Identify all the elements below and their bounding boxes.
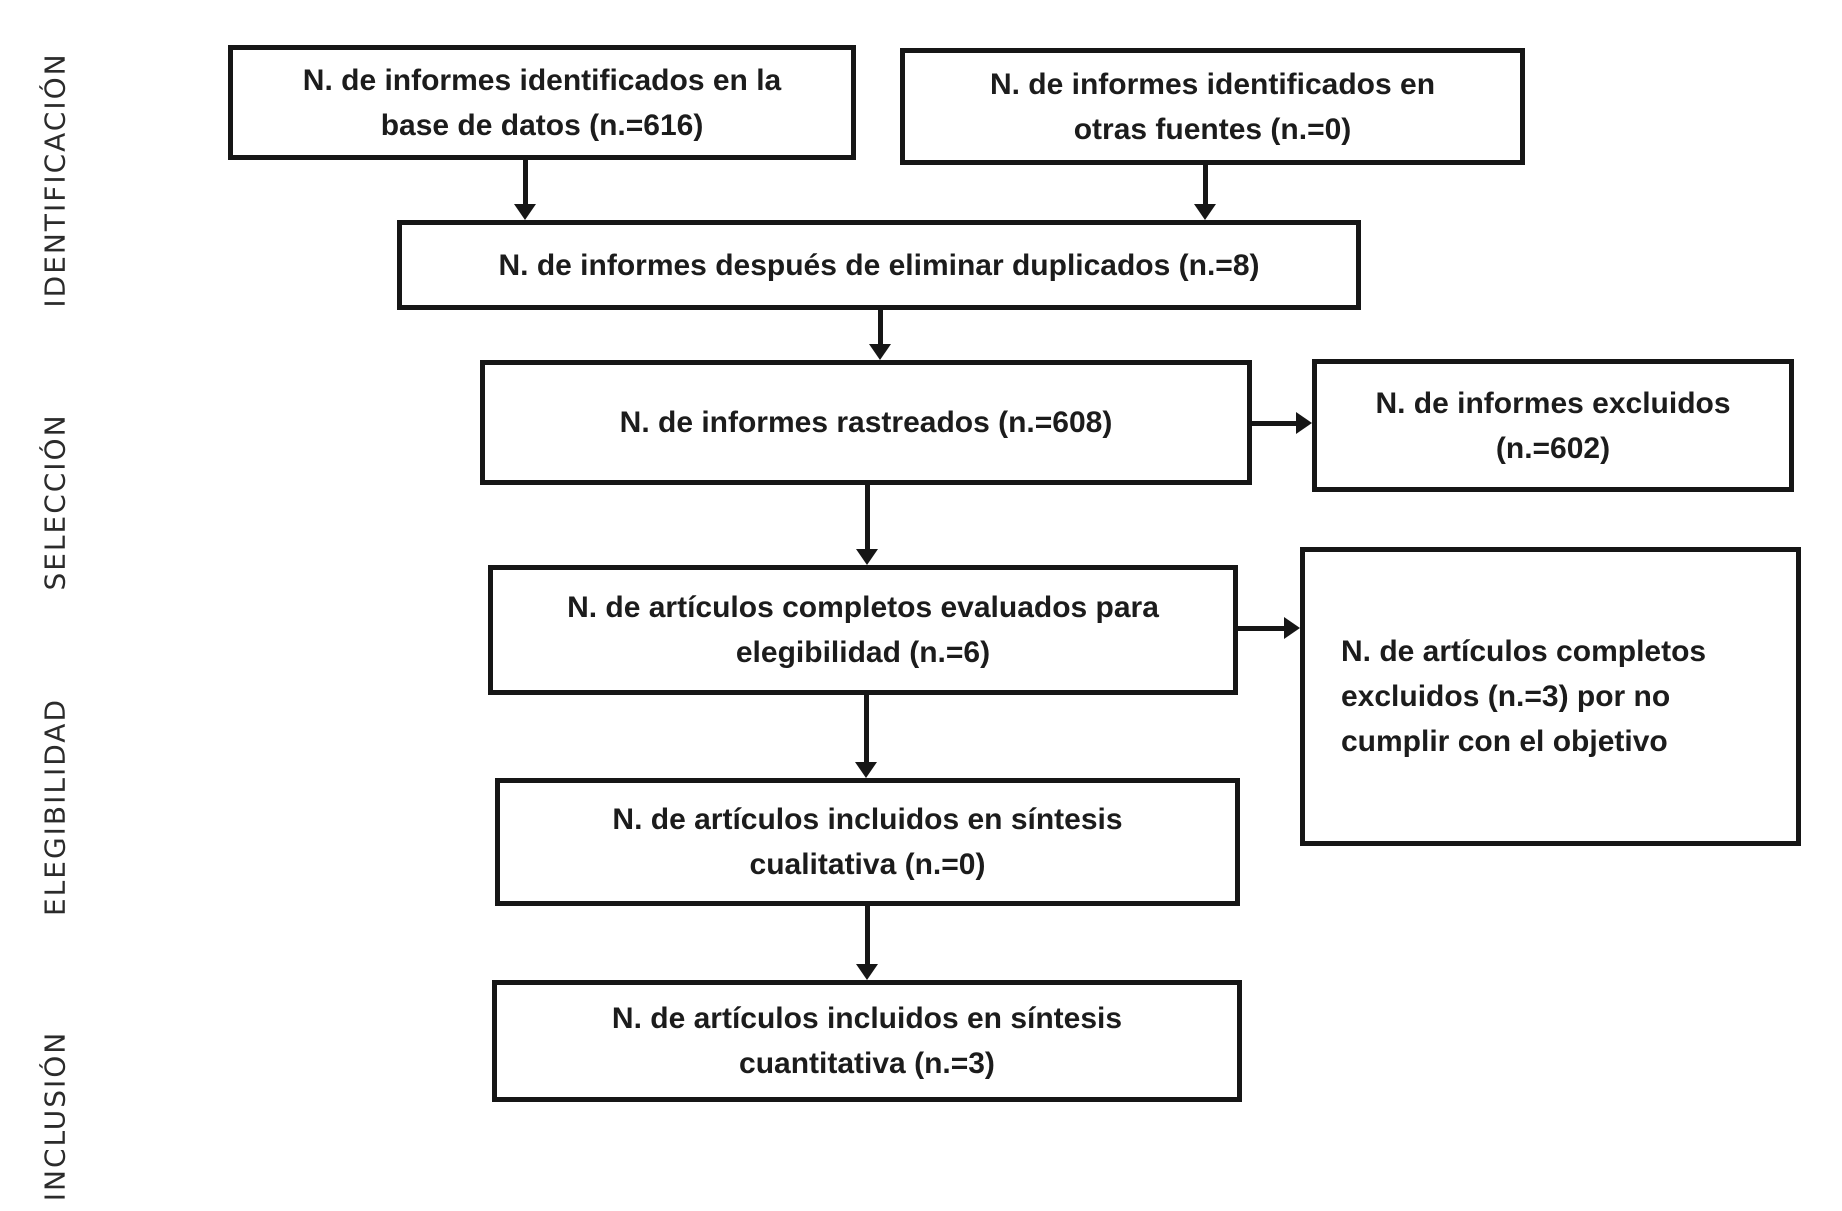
- arrow-head-down-icon: [855, 762, 877, 778]
- arrow-shaft: [863, 695, 869, 762]
- box-identified-other-sources: N. de informes identificados en otras fu…: [900, 48, 1525, 165]
- arrow-other-sources-to-duplicates: [1194, 165, 1216, 220]
- arrow-screened-to-excluded: [1252, 412, 1312, 434]
- box-identified-database: N. de informes identificados en la base …: [228, 45, 856, 160]
- arrow-shaft: [1202, 165, 1208, 204]
- arrow-screened-to-fulltext: [856, 485, 878, 565]
- arrow-head-down-icon: [1194, 204, 1216, 220]
- arrow-database-to-duplicates: [514, 160, 536, 220]
- arrow-head-down-icon: [869, 344, 891, 360]
- box-quantitative-synthesis: N. de artículos incluidos en síntesis cu…: [492, 980, 1242, 1102]
- stage-label-identificacion: IDENTIFICACIÓN: [38, 52, 72, 308]
- box-records-screened: N. de informes rastreados (n.=608): [480, 360, 1252, 485]
- arrow-head-right-icon: [1296, 412, 1312, 434]
- arrow-fulltext-to-excluded: [1238, 617, 1300, 639]
- stage-label-elegibilidad: ELEGIBILIDAD: [38, 697, 72, 917]
- box-fulltext-excluded: N. de artículos completos excluidos (n.=…: [1300, 547, 1801, 846]
- arrow-head-down-icon: [856, 964, 878, 980]
- box-records-excluded: N. de informes excluidos (n.=602): [1312, 359, 1794, 492]
- stage-label-inclusion: INCLUSIÓN: [38, 1030, 72, 1202]
- arrow-shaft: [522, 160, 528, 204]
- box-fulltext-assessed: N. de artículos completos evaluados para…: [488, 565, 1238, 695]
- box-qualitative-synthesis: N. de artículos incluidos en síntesis cu…: [495, 778, 1240, 906]
- arrow-shaft: [877, 310, 883, 344]
- arrow-head-down-icon: [514, 204, 536, 220]
- arrow-fulltext-to-qualitative: [855, 695, 877, 778]
- arrow-shaft: [1238, 625, 1284, 631]
- arrow-duplicates-to-screened: [869, 310, 891, 360]
- stage-label-seleccion: SELECCIÓN: [38, 413, 72, 591]
- arrow-head-down-icon: [856, 549, 878, 565]
- box-after-duplicates-removed: N. de informes después de eliminar dupli…: [397, 220, 1361, 310]
- arrow-shaft: [1252, 420, 1296, 426]
- arrow-shaft: [864, 485, 870, 549]
- arrow-qualitative-to-quantitative: [856, 906, 878, 980]
- arrow-head-right-icon: [1284, 617, 1300, 639]
- arrow-shaft: [864, 906, 870, 964]
